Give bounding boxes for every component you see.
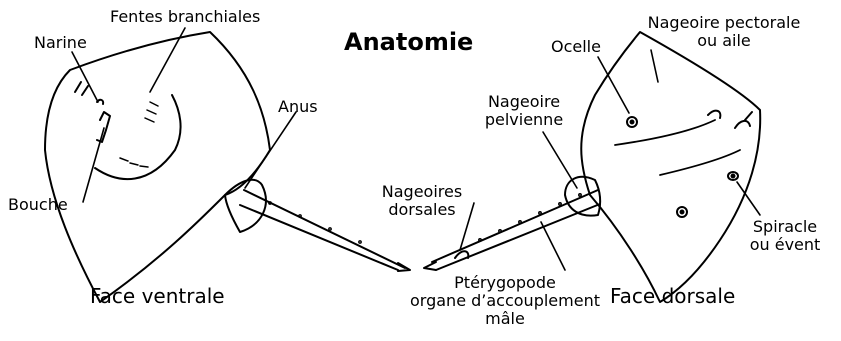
mouth-shape bbox=[97, 112, 110, 142]
ventral-ray-illustration bbox=[45, 32, 410, 302]
leader-pterygopode bbox=[541, 222, 565, 270]
label-face-dorsale: Face dorsale bbox=[610, 284, 735, 308]
label-spiracle: Spiracle ou évent bbox=[740, 218, 830, 254]
right-gill-slits bbox=[145, 102, 158, 122]
leader-fentes bbox=[150, 28, 185, 92]
label-nageoire-pectorale: Nageoire pectorale ou aile bbox=[636, 14, 812, 50]
ventral-body-outline bbox=[45, 32, 270, 302]
label-face-ventrale: Face ventrale bbox=[90, 284, 225, 308]
label-nageoire-pelvienne: Nageoire pelvienne bbox=[476, 93, 572, 129]
leader-narine bbox=[72, 52, 98, 102]
dorsal-body-outline bbox=[581, 32, 760, 302]
dorsal-tail-tip bbox=[424, 262, 436, 270]
dorsal-head-curve bbox=[660, 150, 740, 175]
ventral-tail-tip bbox=[398, 263, 410, 271]
leader-bouche bbox=[83, 128, 104, 202]
dorsal-ray-illustration bbox=[424, 32, 760, 302]
dorsal-midline bbox=[615, 120, 715, 145]
label-ocelle: Ocelle bbox=[551, 38, 601, 56]
head-marks bbox=[75, 82, 88, 95]
ventral-belly-curve bbox=[95, 95, 181, 179]
leader-pelvienne bbox=[543, 132, 577, 188]
left-gill-slits bbox=[120, 158, 148, 167]
label-anus: Anus bbox=[278, 98, 318, 116]
label-pterygopode: Ptérygopode organe d’accouplement mâle bbox=[395, 274, 615, 328]
label-bouche: Bouche bbox=[8, 196, 68, 214]
label-fentes-branchiales: Fentes branchiales bbox=[110, 8, 260, 26]
leader-pectorale bbox=[651, 50, 658, 82]
leader-anus bbox=[245, 112, 296, 188]
diagram-title: Anatomie bbox=[344, 28, 473, 56]
label-nageoires-dorsales: Nageoires dorsales bbox=[372, 183, 472, 219]
label-narine: Narine bbox=[34, 34, 87, 52]
